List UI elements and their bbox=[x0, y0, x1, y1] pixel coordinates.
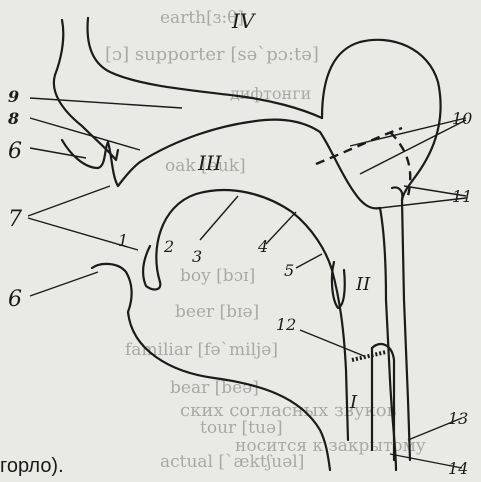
leader-7a bbox=[28, 186, 110, 216]
label-5: 5 bbox=[284, 261, 294, 280]
label-11: 11 bbox=[452, 187, 472, 206]
label-6-top: 6 bbox=[8, 139, 22, 164]
label-13: 13 bbox=[448, 409, 468, 428]
tongue bbox=[156, 190, 348, 440]
soft-palate bbox=[320, 132, 380, 208]
hard-palate bbox=[140, 120, 320, 162]
label-II: II bbox=[355, 274, 371, 295]
label-9: 9 bbox=[8, 87, 19, 106]
label-8: 8 bbox=[7, 109, 19, 128]
label-10: 10 bbox=[452, 109, 472, 128]
leader-3 bbox=[200, 196, 238, 240]
label-7: 7 bbox=[8, 207, 22, 232]
label-12: 12 bbox=[276, 315, 296, 334]
leader-5 bbox=[296, 254, 322, 268]
label-1: 1 bbox=[118, 231, 128, 250]
uvula bbox=[392, 188, 402, 201]
label-4: 4 bbox=[257, 237, 268, 256]
nasopharynx-wall bbox=[322, 40, 441, 200]
leader-12 bbox=[300, 330, 364, 356]
leader-8 bbox=[30, 118, 140, 150]
label-14: 14 bbox=[448, 459, 468, 478]
leader-4 bbox=[266, 212, 296, 244]
leader-6-top bbox=[30, 148, 86, 158]
jaw-outline bbox=[128, 312, 330, 470]
label-6-bottom: 6 bbox=[8, 287, 22, 312]
label-IV: IV bbox=[231, 9, 257, 33]
pharynx-back-wall bbox=[402, 200, 410, 460]
label-III: III bbox=[197, 151, 223, 175]
leader-9 bbox=[30, 98, 182, 108]
label-I: I bbox=[349, 392, 358, 413]
leader-6-bottom bbox=[30, 272, 98, 296]
label-2: 2 bbox=[163, 237, 174, 256]
label-3: 3 bbox=[192, 247, 202, 266]
nasal-outline bbox=[54, 20, 118, 160]
nasal-cavity-roof bbox=[88, 18, 322, 118]
figure-caption: горло). bbox=[0, 455, 64, 478]
lower-lip bbox=[92, 264, 132, 312]
leader-10a bbox=[350, 118, 466, 146]
leader-10b bbox=[360, 120, 466, 174]
